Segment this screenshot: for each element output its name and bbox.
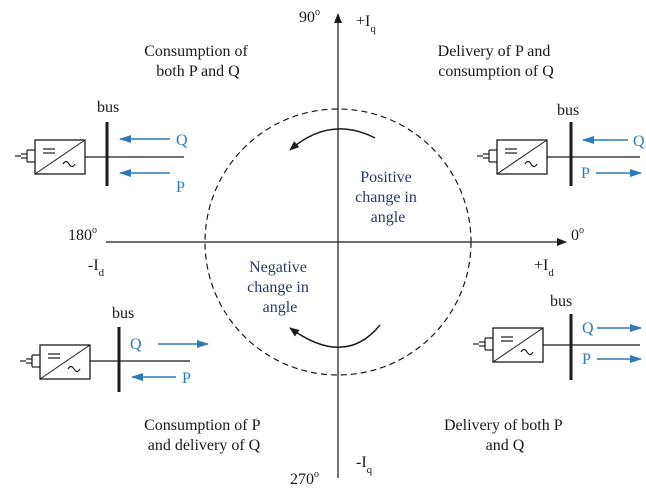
bus-label: bus: [550, 293, 572, 310]
positive-change-text: Positive change in angle: [355, 169, 421, 226]
negative-change-text: Negative change in angle: [247, 259, 313, 316]
bus-label: bus: [97, 99, 119, 116]
label-pos-iq: +Iq: [356, 13, 376, 35]
operating-circle: [204, 108, 472, 376]
bus-label: bus: [557, 102, 579, 119]
quadrant-bottom-right-text: Delivery of both P and Q: [444, 417, 566, 454]
label-180-degrees: 180o: [68, 225, 97, 244]
label-neg-id: -Id: [88, 257, 105, 279]
p-label: P: [176, 179, 185, 196]
converter-bottom-left: bus Q P: [19, 305, 209, 392]
positive-rotation-arrow: [289, 128, 376, 151]
converter-top-left: bus Q P: [14, 99, 188, 196]
q-label: Q: [633, 133, 645, 150]
p-label: P: [182, 370, 191, 387]
bus-label: bus: [112, 305, 134, 322]
inverter-icon: [14, 139, 86, 175]
quadrant-bottom-left-text: Consumption of P and delivery of Q: [144, 417, 264, 454]
inverter-icon: [476, 139, 548, 175]
converter-top-right: bus Q P: [476, 102, 645, 186]
negative-rotation-arrow: [289, 324, 381, 348]
quadrant-top-left-text: Consumption of both P and Q: [144, 43, 252, 80]
label-pos-id: +Id: [534, 257, 554, 279]
label-0-degrees: 0o: [571, 225, 584, 244]
q-label: Q: [582, 320, 594, 337]
label-270-degrees: 270o: [290, 469, 319, 488]
inverter-icon: [19, 344, 91, 380]
p-label: P: [581, 165, 590, 182]
p-label: P: [582, 351, 591, 368]
quadrant-top-right-text: Delivery of P and consumption of Q: [438, 43, 555, 80]
label-neg-iq: -Iq: [356, 454, 373, 476]
label-90-degrees: 90o: [299, 7, 320, 26]
q-label: Q: [176, 132, 188, 149]
q-label: Q: [130, 336, 142, 353]
converter-bottom-right: bus Q P: [472, 293, 642, 380]
inverter-icon: [472, 327, 544, 363]
